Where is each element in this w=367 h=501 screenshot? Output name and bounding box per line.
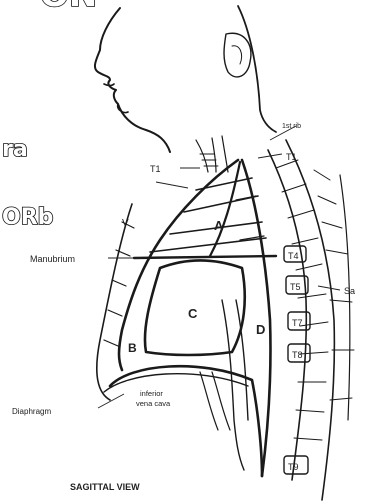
region-c-label: C: [188, 306, 198, 321]
region-a-label: A: [214, 218, 224, 233]
t4-label: T4: [288, 251, 299, 261]
head-profile: [95, 6, 276, 152]
region-d-label: D: [256, 322, 265, 337]
vertebral-column: [268, 140, 354, 500]
t1-right-label: T1: [286, 152, 297, 162]
t7-label: T7: [292, 318, 303, 328]
edge-heading-top: ON: [40, 0, 97, 15]
t5-label: T5: [290, 282, 301, 292]
ivc-label-line1: inferior: [140, 389, 163, 398]
t1-left-label: T1: [150, 164, 161, 174]
ivc-label-line2: vena cava: [136, 399, 171, 408]
t9-label: T9: [288, 462, 299, 472]
region-b-label: B: [128, 341, 137, 355]
neck-structures: [196, 136, 228, 172]
t8-label: T8: [292, 350, 303, 360]
sagittal-view-caption: SAGITTAL VIEW: [70, 482, 140, 492]
edge-heading-mid-b: ORb: [2, 205, 53, 230]
first-rib-label: 1st rib: [282, 123, 301, 130]
thoracic-cavity-outline: [97, 160, 276, 476]
edge-heading-mid-a: ra: [2, 137, 28, 162]
diaphragm-label: Diaphragm: [12, 407, 51, 416]
sa-label: Sa: [344, 286, 355, 296]
v-label: V: [122, 218, 129, 229]
manubrium-label: Manubrium: [30, 254, 75, 264]
